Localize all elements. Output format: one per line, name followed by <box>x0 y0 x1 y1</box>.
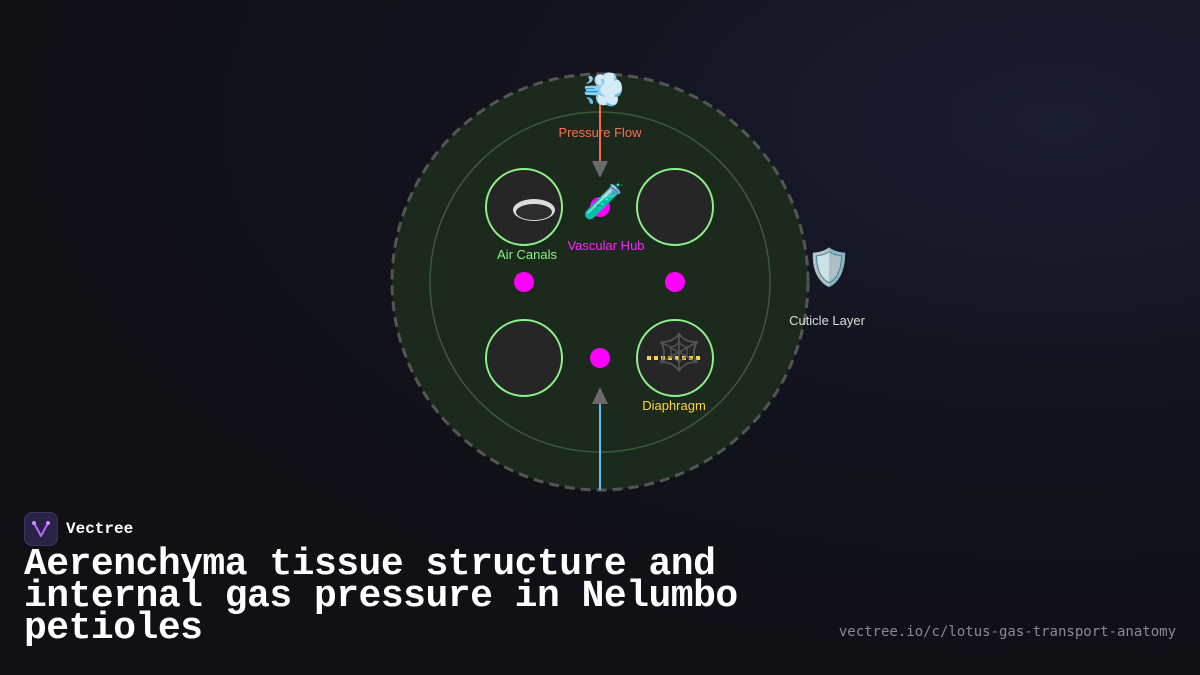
cuticle-shield-icon: 🛡️ <box>807 247 852 288</box>
vascular-hub-icon: 🧪 <box>583 183 625 221</box>
vascular-bundle-right <box>665 272 685 292</box>
pressure-flow-icon: 💨 <box>583 71 625 109</box>
upward-flow-arrowhead <box>592 387 608 404</box>
vascular-bundle-left <box>514 272 534 292</box>
vectree-logo-icon <box>24 512 58 546</box>
brand-name: Vectree <box>66 520 134 538</box>
source-url[interactable]: vectree.io/c/lotus-gas-transport-anatomy <box>838 624 1176 640</box>
pressure-flow-label: Pressure Flow <box>558 125 642 140</box>
diaphragm-web-icon: 🕸️ <box>657 332 702 373</box>
vascular-hub-label: Vascular Hub <box>567 238 644 253</box>
page-title: Aerenchyma tissue structure and internal… <box>24 543 738 650</box>
air-canals-label: Air Canals <box>497 247 557 262</box>
diaphragm-label: Diaphragm <box>642 398 706 413</box>
cuticle-layer-label: Cuticle Layer <box>789 313 866 328</box>
pressure-flow-arrowhead <box>592 161 608 178</box>
vascular-bundle-bottom <box>590 348 610 368</box>
brand: Vectree <box>24 512 133 546</box>
air-canal-disc-icon <box>513 199 555 221</box>
vascular-bundle-hub <box>590 197 610 217</box>
air-canal-top-right <box>636 168 714 246</box>
air-canal-bottom-left <box>485 319 563 397</box>
